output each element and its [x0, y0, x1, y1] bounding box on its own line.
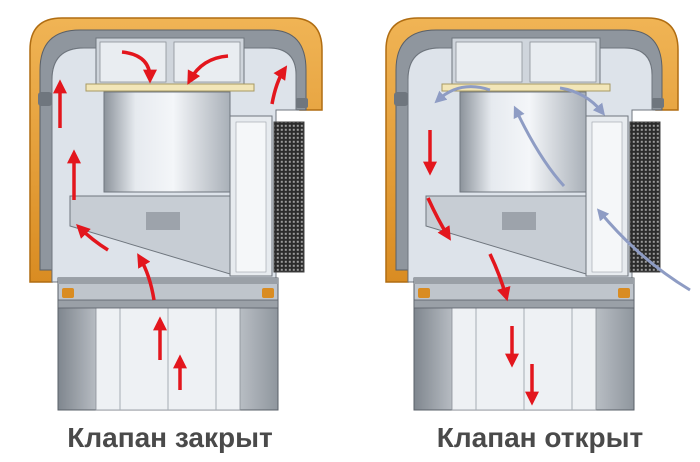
panel-open — [385, 17, 691, 411]
air-flow-arrows-open — [434, 85, 691, 292]
red-flow-arrows-open — [423, 130, 539, 406]
panel-closed — [29, 17, 323, 411]
caption-closed: Клапан закрыт — [67, 422, 273, 453]
caption-open: Клапан открыт — [436, 422, 644, 453]
red-flow-arrows-closed — [53, 50, 288, 390]
